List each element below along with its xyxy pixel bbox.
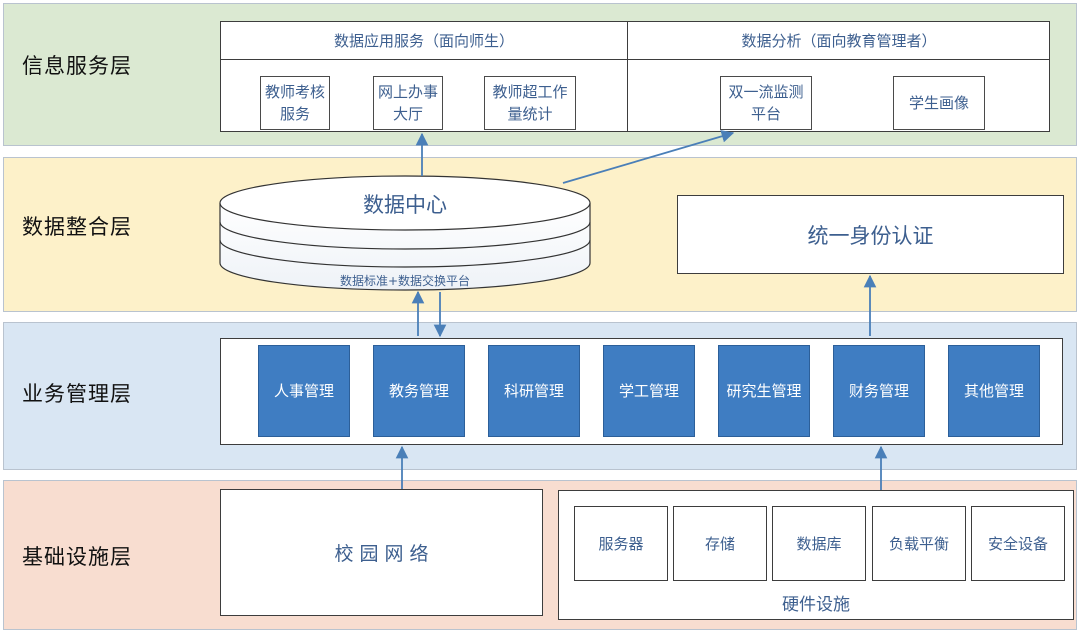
campus-network-box: 校 园 网 络 bbox=[220, 489, 543, 616]
data-application-services-header: 数据应用服务（面向师生） bbox=[333, 32, 514, 50]
student-profile-box: 学生画像 bbox=[893, 76, 985, 130]
unified-identity-auth-label: 统一身份认证 bbox=[807, 223, 934, 248]
teacher-assessment-service-box: 教师考核服务 bbox=[260, 76, 330, 130]
load-balancing-box: 负载平衡 bbox=[872, 506, 966, 581]
security-equipment-box: 安全设备 bbox=[971, 506, 1065, 581]
arrow-datacenter-to-monitor-platform bbox=[562, 130, 735, 184]
double-first-class-monitor-box: 双一流监测平台 bbox=[720, 76, 812, 130]
hardware-facilities-label: 硬件设施 bbox=[782, 595, 850, 615]
data-center-title: 数据中心 bbox=[363, 193, 447, 217]
unified-identity-auth-box: 统一身份认证 bbox=[677, 195, 1064, 274]
hr-management-module: 人事管理 bbox=[258, 345, 350, 437]
graduate-management-module: 研究生管理 bbox=[718, 345, 810, 437]
academic-affairs-module: 教务管理 bbox=[373, 345, 465, 437]
data-integration-layer-label: 数据整合层 bbox=[22, 215, 132, 239]
database-box: 数据库 bbox=[772, 506, 866, 581]
data-analysis-header: 数据分析（面向教育管理者） bbox=[741, 32, 937, 50]
finance-management-module: 财务管理 bbox=[833, 345, 925, 437]
panel-vertical-divider bbox=[627, 22, 628, 131]
research-management-module: 科研管理 bbox=[488, 345, 580, 437]
student-affairs-module: 学工管理 bbox=[603, 345, 695, 437]
campus-network-label: 校 园 网 络 bbox=[334, 543, 429, 565]
business-management-layer-label: 业务管理层 bbox=[22, 382, 132, 406]
panel-header-divider bbox=[221, 59, 1049, 60]
server-box: 服务器 bbox=[574, 506, 668, 581]
other-management-module: 其他管理 bbox=[948, 345, 1040, 437]
info-service-layer-label: 信息服务层 bbox=[22, 54, 132, 78]
data-exchange-platform-label: 数据标准+数据交换平台 bbox=[339, 274, 471, 288]
teacher-overtime-workload-box: 教师超工作量统计 bbox=[484, 76, 576, 130]
online-service-hall-box: 网上办事大厅 bbox=[373, 76, 443, 130]
infrastructure-layer-label: 基础设施层 bbox=[22, 545, 132, 569]
storage-box: 存储 bbox=[673, 506, 767, 581]
